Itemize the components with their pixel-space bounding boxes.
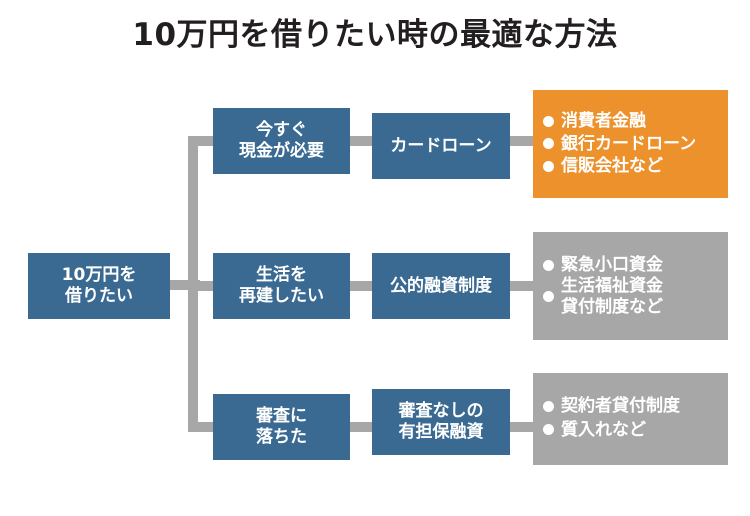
bullet-dot-icon	[543, 116, 554, 128]
connector-reason-solution-1	[344, 281, 378, 291]
node-solution-1-label: 公的融資制度	[390, 275, 492, 296]
list-item: 消費者金融	[543, 111, 728, 131]
list-item-label: 緊急小口資金	[561, 254, 663, 275]
bullet-dot-icon	[543, 400, 554, 412]
bullet-dot-icon	[543, 424, 554, 436]
node-reason-0[interactable]: 今すぐ 現金が必要	[213, 108, 350, 174]
list-item: 信販会社など	[543, 156, 728, 176]
list-item-label: 質入れなど	[561, 419, 646, 440]
connector-solution-panel-2	[504, 422, 540, 432]
list-item-label: 信販会社など	[561, 156, 663, 177]
bullet-dot-icon	[543, 160, 554, 172]
connector-arm-0	[188, 136, 220, 146]
connector-reason-solution-0	[344, 136, 378, 146]
connector-solution-panel-1	[504, 281, 540, 291]
panel-options-2[interactable]: 契約者貸付制度 質入れなど	[533, 373, 728, 465]
node-root[interactable]: 10万円を 借りたい	[28, 253, 170, 319]
list-item: 生活福祉資金 貸付制度など	[543, 276, 728, 317]
list-item: 銀行カードローン	[543, 134, 728, 154]
list-item: 契約者貸付制度	[543, 396, 728, 416]
list-item-label: 銀行カードローン	[561, 133, 697, 154]
node-solution-1[interactable]: 公的融資制度	[372, 253, 510, 319]
bullet-dot-icon	[543, 291, 554, 303]
panel-options-0[interactable]: 消費者金融 銀行カードローン 信販会社など	[533, 90, 728, 198]
list-item: 緊急小口資金	[543, 255, 728, 275]
node-solution-2-label: 審査なしの 有担保融資	[398, 401, 484, 442]
node-solution-0-label: カードローン	[390, 135, 492, 156]
node-reason-0-label: 今すぐ 現金が必要	[239, 120, 324, 161]
bullet-dot-icon	[543, 138, 554, 150]
node-reason-1[interactable]: 生活を 再建したい	[213, 253, 350, 319]
node-solution-2[interactable]: 審査なしの 有担保融資	[372, 389, 510, 455]
connector-solution-panel-0	[504, 136, 540, 146]
node-solution-0[interactable]: カードローン	[372, 113, 510, 179]
list-item-label: 生活福祉資金 貸付制度など	[561, 276, 663, 317]
list-item: 質入れなど	[543, 420, 728, 440]
connector-reason-solution-2	[344, 422, 378, 432]
page-title: 10万円を借りたい時の最適な方法	[132, 17, 618, 53]
node-reason-2[interactable]: 審査に 落ちた	[213, 394, 350, 460]
panel-options-1[interactable]: 緊急小口資金 生活福祉資金 貸付制度など	[533, 232, 728, 340]
connector-arm-1	[188, 281, 220, 291]
node-reason-1-label: 生活を 再建したい	[239, 265, 324, 306]
connector-root-stub	[170, 280, 200, 290]
list-item-label: 消費者金融	[561, 111, 646, 132]
list-item-label: 契約者貸付制度	[561, 396, 680, 417]
node-reason-2-label: 審査に 落ちた	[256, 406, 307, 447]
bullet-dot-icon	[543, 259, 554, 271]
connector-arm-2	[188, 422, 220, 432]
node-root-label: 10万円を 借りたい	[61, 265, 137, 306]
